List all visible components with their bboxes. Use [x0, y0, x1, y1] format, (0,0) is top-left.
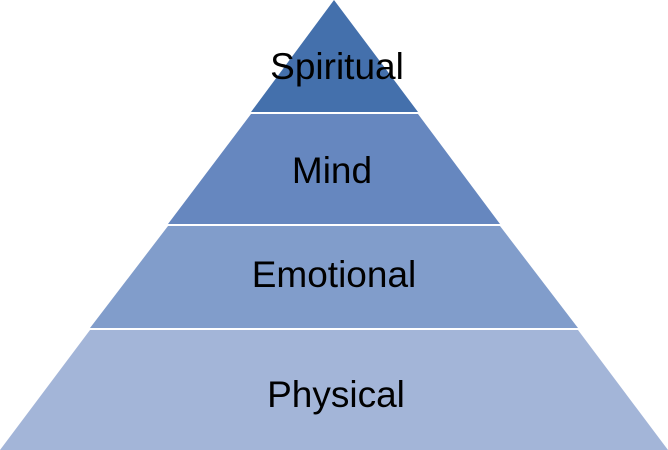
tier-label-mind: Mind	[292, 150, 372, 191]
tier-shape-physical	[0, 330, 668, 450]
tier-label-emotional: Emotional	[252, 254, 417, 295]
tier-shape-emotional	[90, 226, 578, 328]
tier-label-physical: Physical	[267, 374, 405, 415]
tier-shape-spiritual	[251, 0, 418, 112]
tier-shape-mind	[168, 114, 500, 224]
tier-label-spiritual: Spiritual	[270, 46, 404, 87]
